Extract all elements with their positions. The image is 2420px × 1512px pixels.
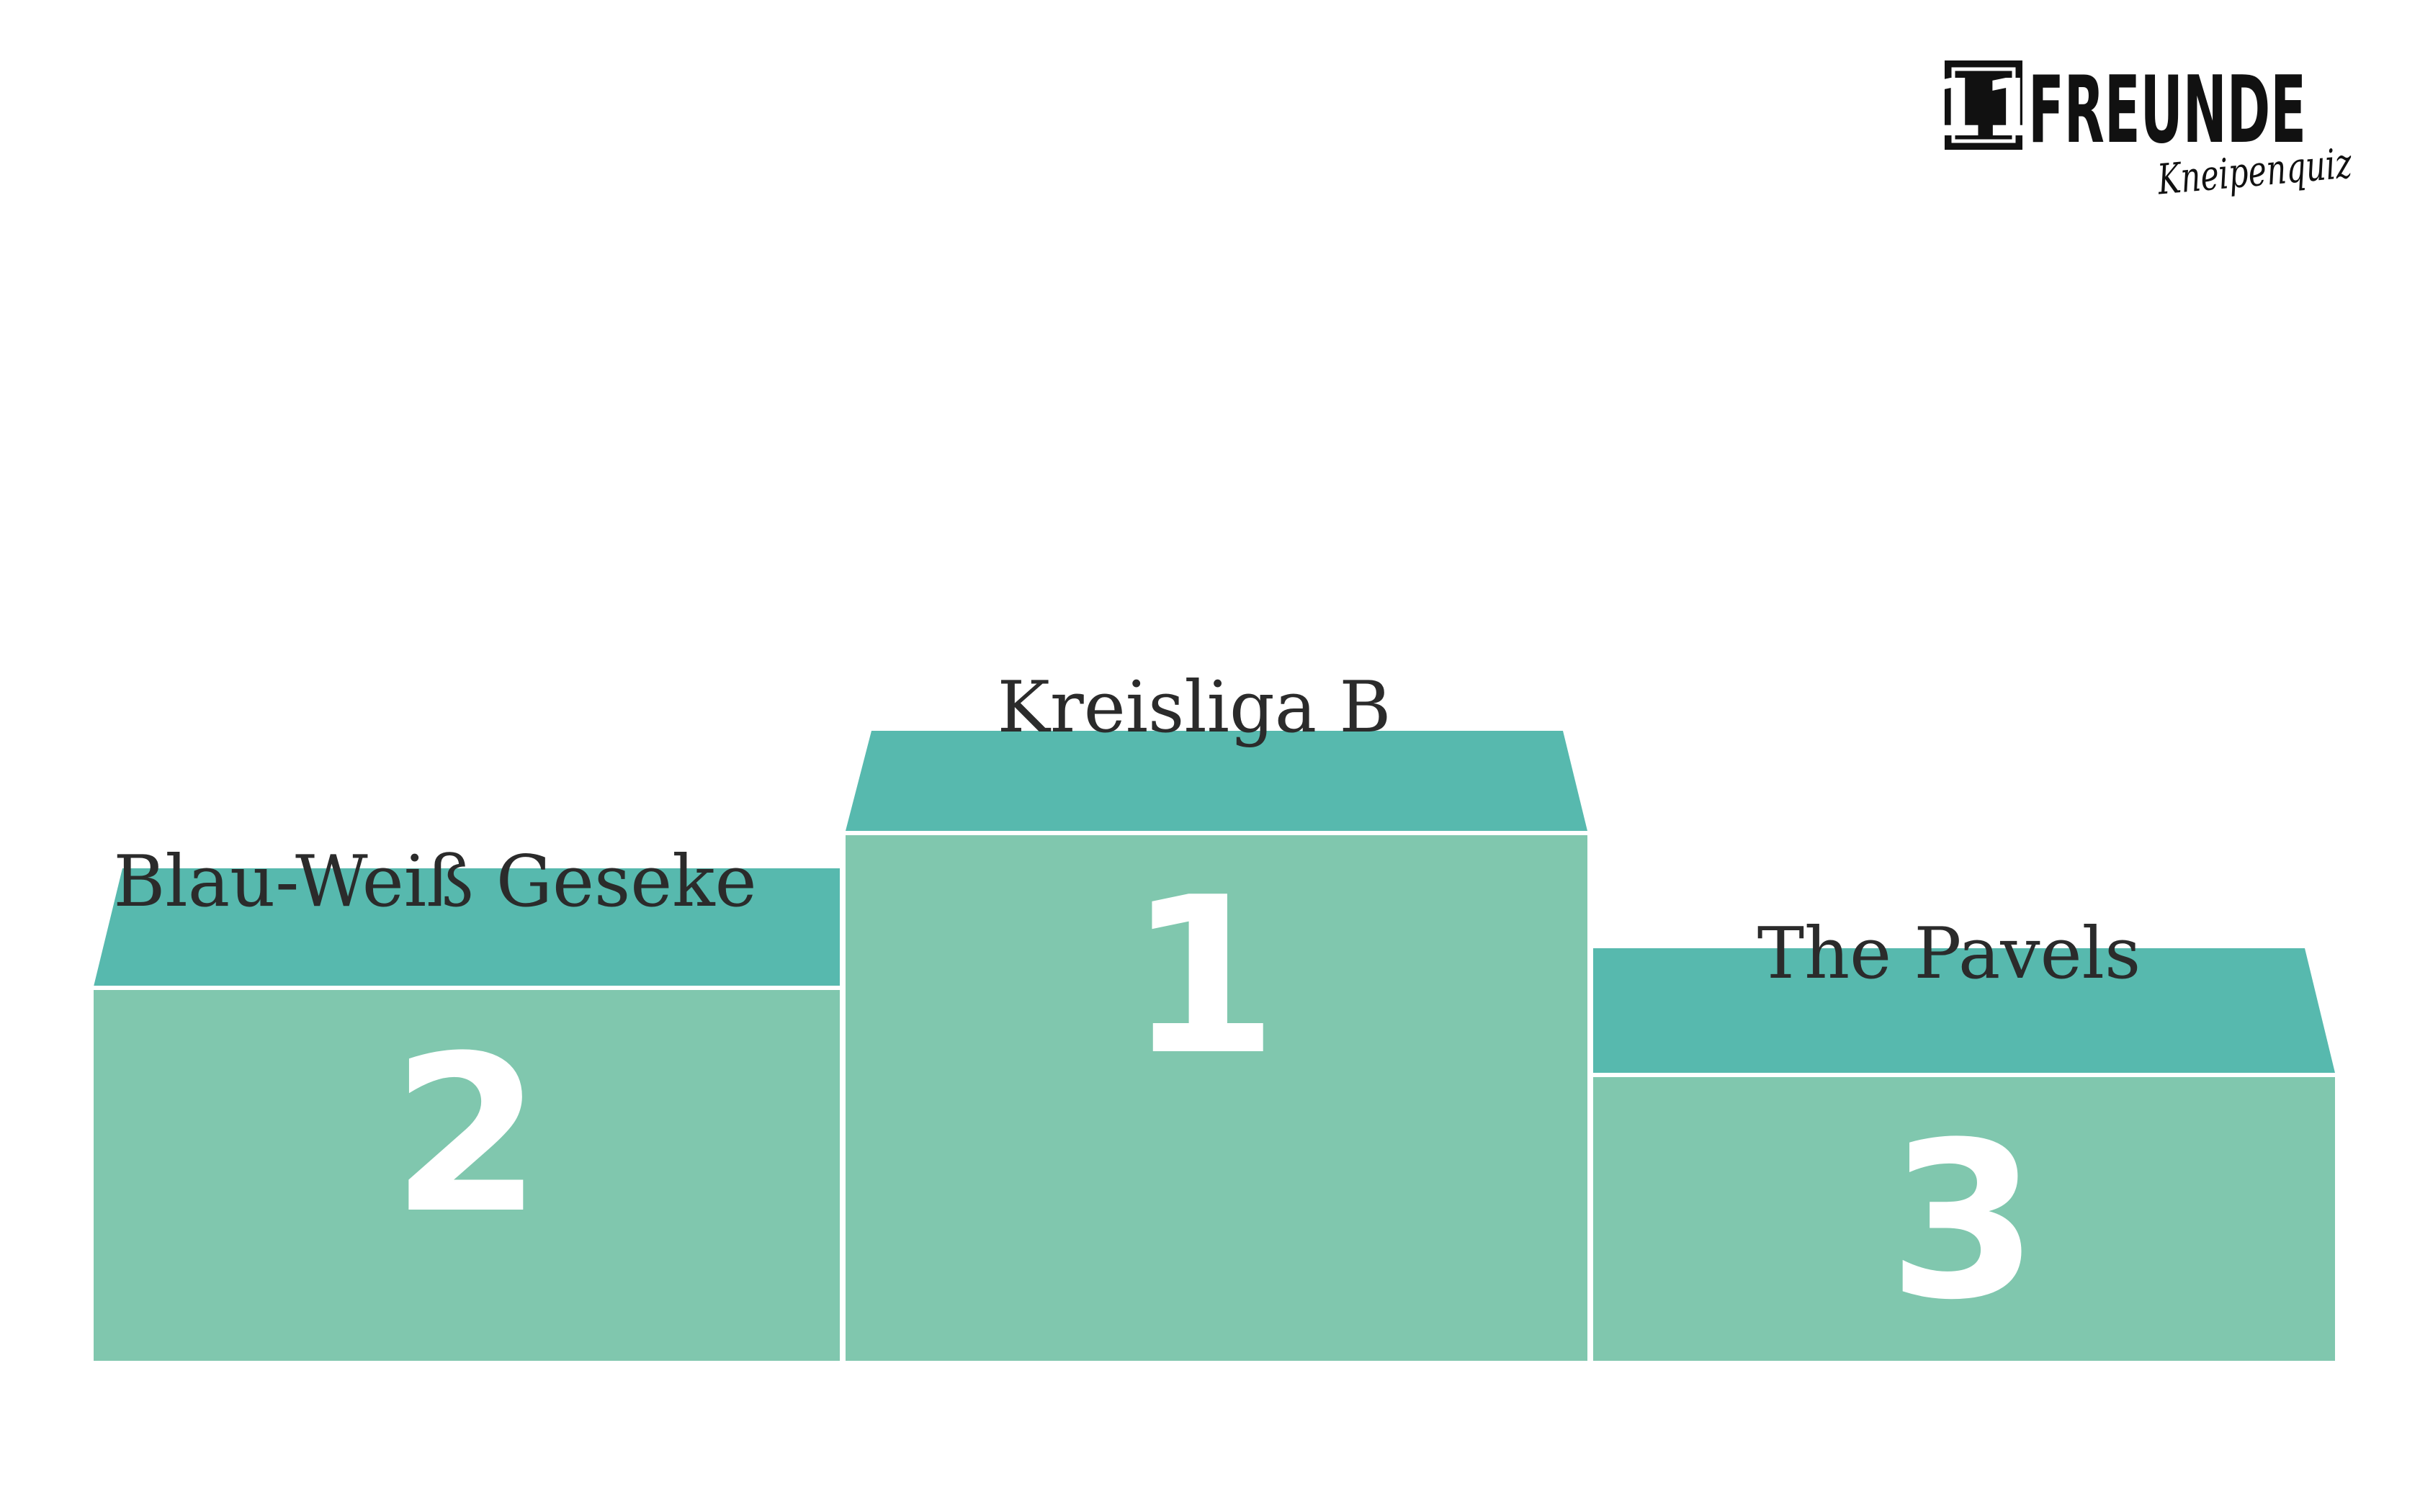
logo-wordmark: FREUNDE (2028, 57, 2306, 164)
podium-first-team: Kreisliga B (998, 667, 1392, 749)
logo-box-text: 11 (1928, 62, 2038, 154)
podium-second-top (94, 868, 840, 986)
podium-third-top (1593, 948, 2335, 1073)
podium-first-front (846, 835, 1587, 1361)
podium-first-top (846, 731, 1587, 831)
podium-second-team: Blau-Weiß Geseke (113, 841, 756, 923)
podium-third-rank: 3 (1888, 1096, 2039, 1347)
podium-second: 2 Blau-Weiß Geseke (94, 841, 841, 1361)
podium-second-rank: 2 (392, 1009, 542, 1261)
podium-third-front (1593, 1077, 2335, 1361)
podium-first-rank: 1 (1128, 851, 1278, 1102)
logo-box (1945, 60, 2022, 150)
logo: 11 FREUNDE Kneipenquiz (1928, 57, 2354, 204)
podium-first: 1 Kreisliga B (841, 667, 1589, 1361)
podium-third: 3 The Pavels (1588, 833, 2336, 1361)
podium-second-front (94, 990, 840, 1361)
podium-third-team: The Pavels (1757, 913, 2141, 995)
